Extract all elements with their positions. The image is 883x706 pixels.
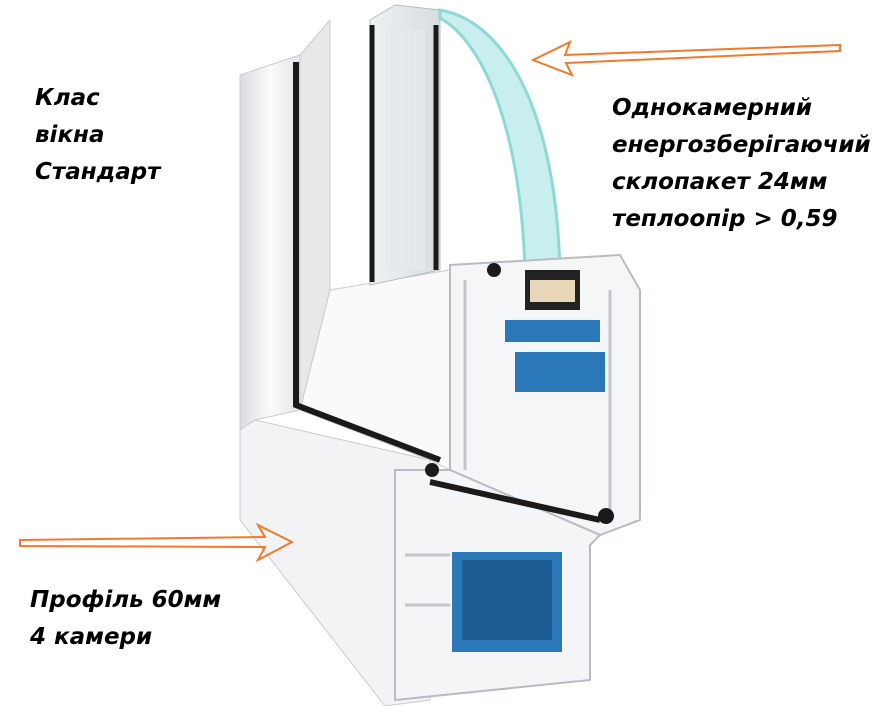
label-line: вікна [35,122,105,148]
frame-profile [239,18,451,706]
sash-reinforcement-top [505,320,600,342]
window-class-label: Клас вікна Стандарт [35,80,161,191]
label-line: теплоопір > 0,59 [612,206,838,232]
label-line: енергозберігаючий [612,132,871,158]
frame-seal [293,62,442,463]
label-line: Клас [35,85,100,111]
arrow-glass [530,39,841,77]
label-line: Стандарт [35,159,161,185]
glass-unit-label: Однокамерний енергозберігаючий склопакет… [612,90,871,238]
label-line: Профіль 60мм [30,587,222,613]
desiccant [530,280,575,302]
glass-unit [369,4,562,286]
frame-chambers [394,463,602,702]
profile-label: Профіль 60мм 4 камери [30,582,221,656]
arrow-profile [19,522,295,563]
label-line: 4 камери [30,624,153,650]
label-line: Однокамерний [612,95,812,121]
label-line: склопакет 24мм [612,169,828,195]
sash-reinforcement [515,352,605,392]
